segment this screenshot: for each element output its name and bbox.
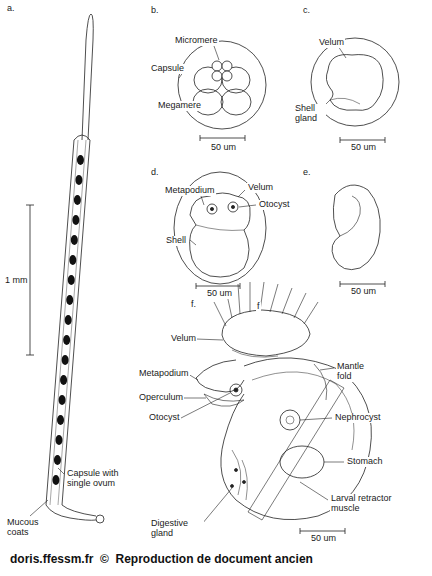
- part-label: Micromere: [174, 36, 219, 46]
- ovum: [74, 195, 81, 205]
- ovum: [69, 255, 76, 265]
- ovum: [59, 395, 66, 405]
- part-label: Otocyst: [148, 413, 181, 423]
- ovum: [77, 155, 84, 165]
- ovum: [65, 315, 72, 325]
- scale-label: 50 um: [350, 287, 377, 297]
- scale-label: 1 mm: [4, 276, 29, 286]
- part-label: Capsule with single ovum: [66, 469, 134, 489]
- part-label: Metapodium: [138, 369, 190, 379]
- scale-label: 50 um: [210, 143, 237, 153]
- panel-letter: b.: [150, 6, 160, 16]
- ovum: [66, 295, 73, 305]
- scale-label: 50 um: [350, 143, 377, 153]
- panel-letter: f.: [190, 300, 197, 310]
- panel-letter: c.: [302, 6, 311, 16]
- part-label: Nephrocyst: [334, 413, 382, 423]
- scale-label: 50 um: [310, 534, 337, 544]
- part-label: Velum: [318, 38, 345, 48]
- ovum: [54, 455, 61, 465]
- part-label: Operculum: [138, 393, 184, 403]
- part-label: Metapodium: [164, 186, 216, 196]
- part-label: Larval retractor muscle: [330, 494, 394, 514]
- ovum: [60, 375, 67, 385]
- ovum: [72, 215, 79, 225]
- part-label: Digestive gland: [150, 519, 204, 539]
- part-label: Shell: [165, 236, 187, 246]
- ovum: [68, 275, 75, 285]
- panel-letter: e.: [302, 168, 312, 178]
- part-label: Otocyst: [258, 200, 291, 210]
- watermark: doris.ffessm.fr © Reproduction de docume…: [10, 552, 313, 566]
- ovum: [63, 335, 70, 345]
- part-label: Shell gland: [294, 104, 326, 124]
- ovum: [62, 355, 69, 365]
- part-label: Megamere: [157, 101, 202, 111]
- part-label: Velum: [247, 183, 274, 193]
- panel-letter: f: [256, 302, 261, 312]
- part-label: Stomach: [346, 457, 384, 467]
- scale-label: 50 um: [206, 289, 233, 299]
- panel-letter: a.: [6, 4, 16, 14]
- panel-letter: d.: [150, 168, 160, 178]
- part-label: Velum: [170, 334, 197, 344]
- part-label: Mantle fold: [336, 362, 378, 382]
- ovum: [55, 435, 62, 445]
- part-label: Mucous coats: [6, 518, 48, 538]
- part-label: Capsule: [150, 64, 185, 74]
- ovum: [75, 175, 82, 185]
- ovum: [71, 235, 78, 245]
- ovum: [52, 475, 59, 485]
- ovum: [57, 415, 64, 425]
